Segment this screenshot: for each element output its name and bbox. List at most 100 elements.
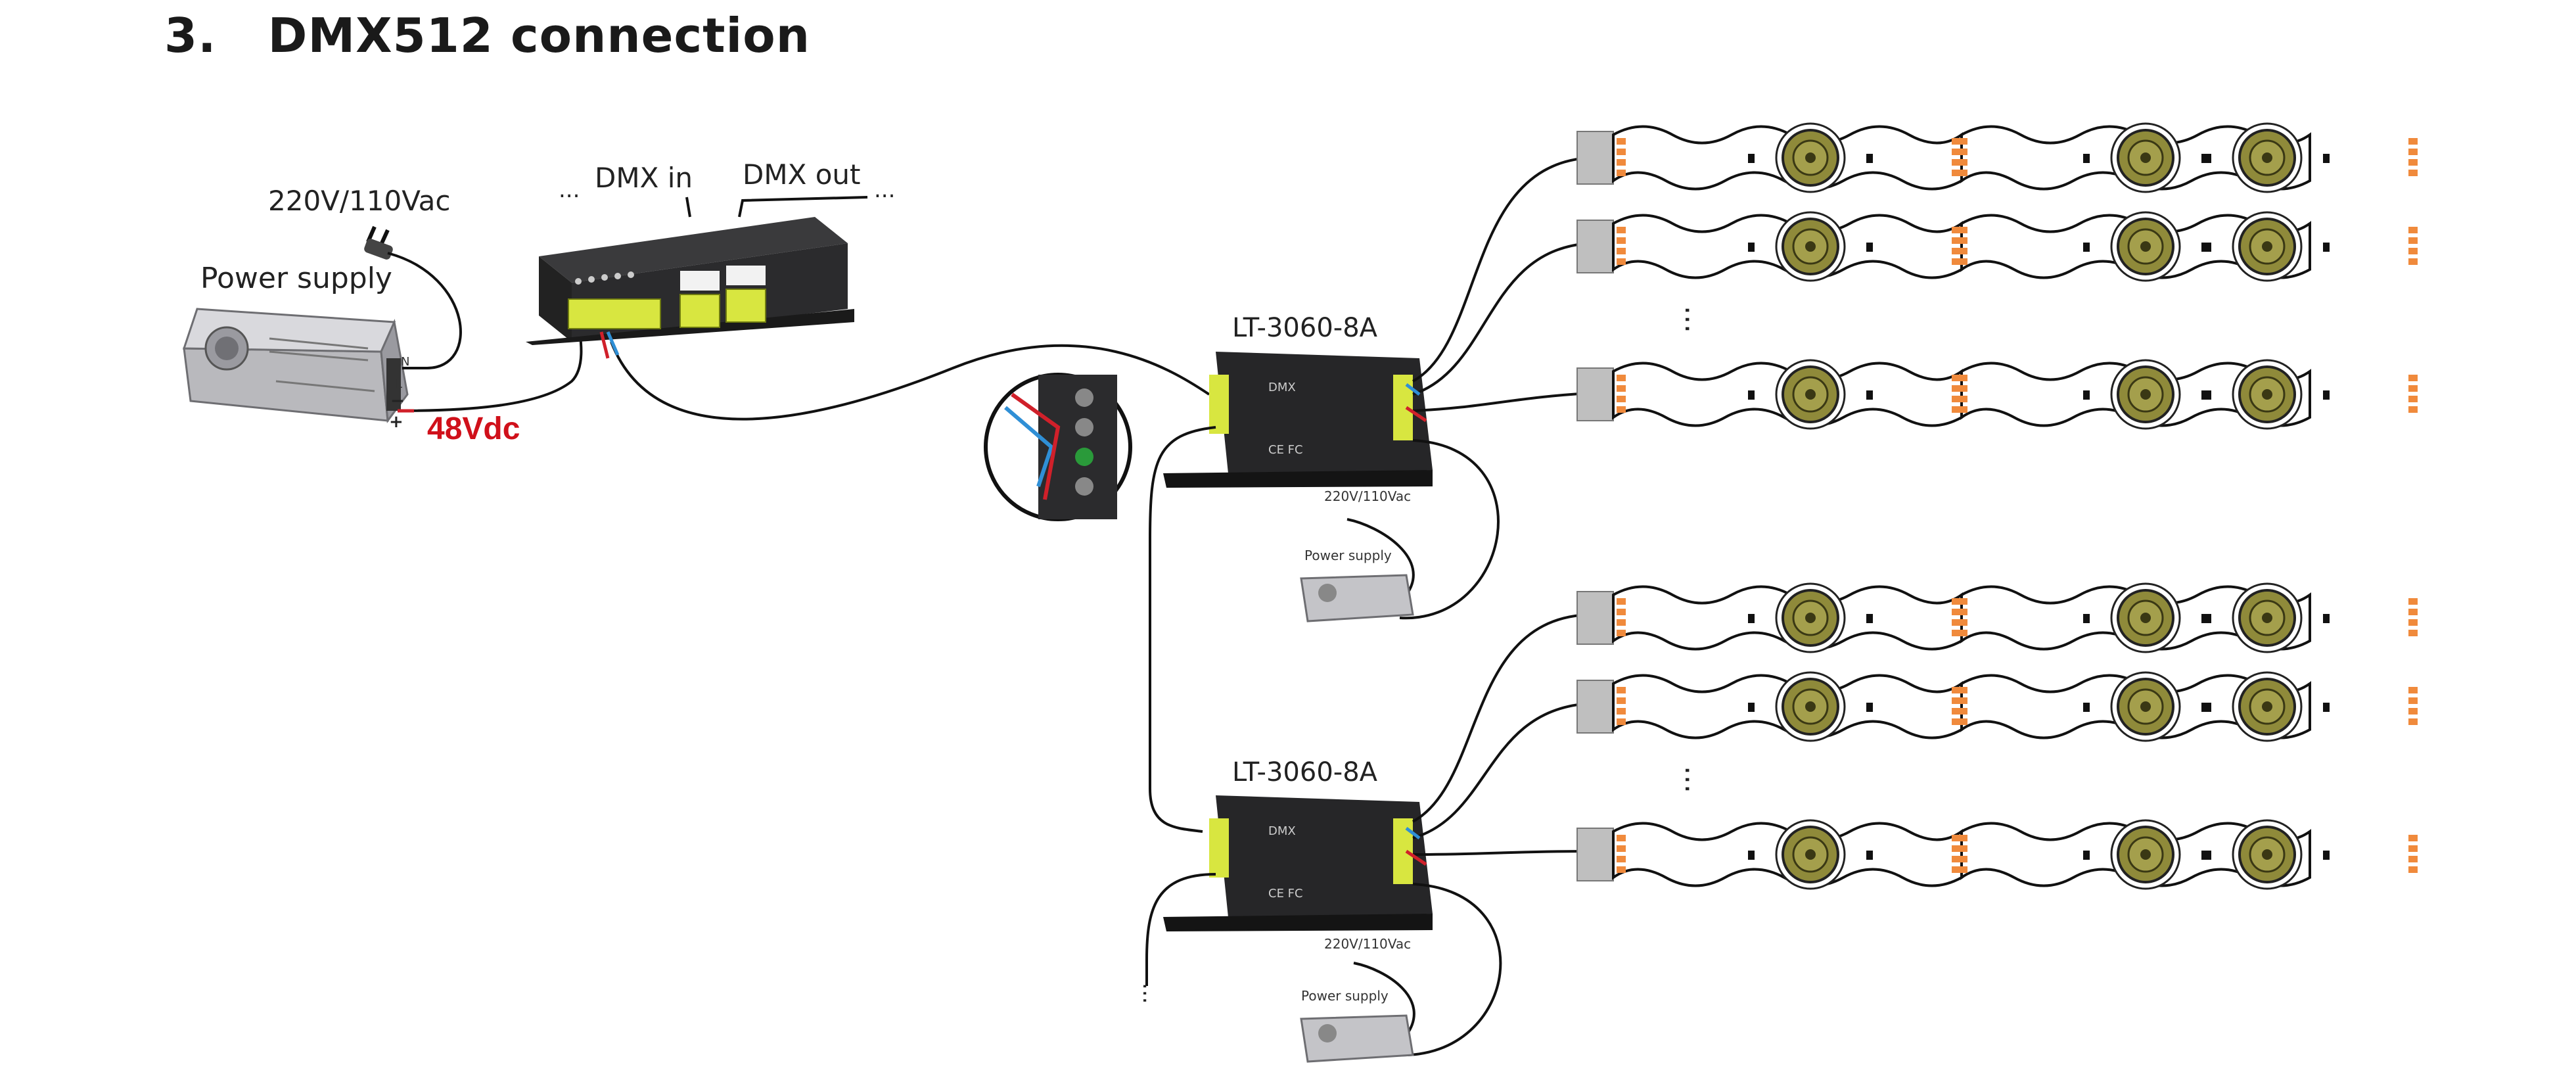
svg-text:DMX: DMX [1268,381,1296,394]
led-chip [1617,687,1626,693]
smd-component [2205,851,2211,860]
led-lens-module [2110,582,2181,653]
led-chip [2408,237,2418,244]
smd-component [2083,703,2090,712]
led-chip [2408,619,2418,626]
led-chip [1952,375,1961,381]
led-chip [1617,718,1626,725]
led-chip [1958,406,1967,413]
smd-component [2205,243,2211,252]
led-chip [1617,856,1626,862]
smd-component [2323,154,2330,163]
led-chip [1958,708,1967,715]
led-strips [1576,122,2418,890]
led-lens-module [2232,122,2303,193]
dmx-decoder-1: LT-3060-8A DMX CE FC [1163,156,1591,488]
smd-component [1866,154,1873,163]
led-chip [1617,845,1626,852]
decoder-1-label: LT-3060-8A [1232,313,1378,343]
smd-component [2205,390,2211,400]
led-chip [1952,856,1961,862]
led-chip [2408,396,2418,402]
led-lens-module [1775,819,1846,890]
terminal-l-marker: L [396,377,402,391]
chain-continues-ellipsis: ... [1138,983,1164,1004]
led-chip [1958,619,1967,626]
smd-component [2205,703,2211,712]
led-chip [1952,835,1961,841]
mains-cable [387,252,462,369]
led-chip [1958,845,1967,852]
smd-component [1866,851,1873,860]
dmx-out-cable [738,196,868,218]
led-chip [2408,227,2418,233]
led-lens-module [2232,819,2303,890]
section-title: DMX512 connection [267,8,810,63]
led-lens-module [2232,582,2303,653]
led-chip [1617,227,1626,233]
led-chip [1958,248,1967,254]
smd-component [2083,154,2090,163]
led-chip [1617,237,1626,244]
svg-text:CE FC: CE FC [1268,443,1303,457]
led-chip [2408,598,2418,605]
led-chip [1617,609,1626,615]
led-chip [1958,149,1967,155]
decoder-2-power: 220V/110Vac Power supply [1300,883,1502,1063]
dmx-decoder-icon: DMX CE FC [1163,352,1433,488]
led-chip [1958,375,1967,381]
led-strip-row [1576,359,2418,430]
smd-component [1866,390,1873,400]
plug-icon [364,225,393,260]
dmx-decoder-2: LT-3060-8A DMX CE FC [1145,613,1591,986]
led-strip-row [1576,819,2418,890]
led-chip [1952,227,1961,233]
led-chip [1617,835,1626,841]
led-chip [2408,406,2418,413]
power-supply-icon [1300,1014,1414,1063]
smd-component [1748,851,1755,860]
led-chip [1617,866,1626,873]
led-chip [1958,227,1967,233]
mains-plug: 220V/110Vac [268,185,462,369]
power-supply-icon [182,308,409,424]
led-chip [1952,845,1961,852]
led-lens-module [2110,359,2181,430]
dmx-wire-red [599,331,610,359]
led-chip [2408,856,2418,862]
led-chip [1958,630,1967,636]
strip-connector [1576,680,1614,734]
led-strip-row [1576,582,2418,653]
dmx-out-label-plate-1 [680,271,720,291]
led-chip [1952,170,1961,176]
dmx-in-ellipsis: ... [559,177,580,203]
led-lens-module [2232,211,2303,282]
led-chip [2408,835,2418,841]
power-supply-label: Power supply [200,262,392,295]
smd-component [2083,243,2090,252]
led-chip [1617,708,1626,715]
main-power-supply: Power supply N L − + 48Vdc [182,262,520,446]
dmx-out-label: DMX out [743,158,860,191]
led-strip-row [1576,671,2418,742]
led-chip [1617,159,1626,166]
dc-cable [397,321,583,412]
smd-component [2083,614,2090,623]
led-chip [1952,619,1961,626]
led-chip [2408,258,2418,265]
strip-group-1-ellipsis: ... [1678,306,1712,333]
led-chip [1958,718,1967,725]
mains-voltage-label: 220V/110Vac [268,185,451,217]
led-chip [1952,697,1961,704]
smd-component [2323,243,2330,252]
led-chip [1952,406,1961,413]
led-chip [1958,258,1967,265]
led-chip [1617,396,1626,402]
led-strip-row [1576,211,2418,282]
decoder-1-psu-label: Power supply [1304,548,1392,563]
dmx-decoder-icon: DMX CE FC [1163,795,1433,931]
led-chip [1952,598,1961,605]
smd-component [2205,154,2211,163]
smd-component [1748,614,1755,623]
